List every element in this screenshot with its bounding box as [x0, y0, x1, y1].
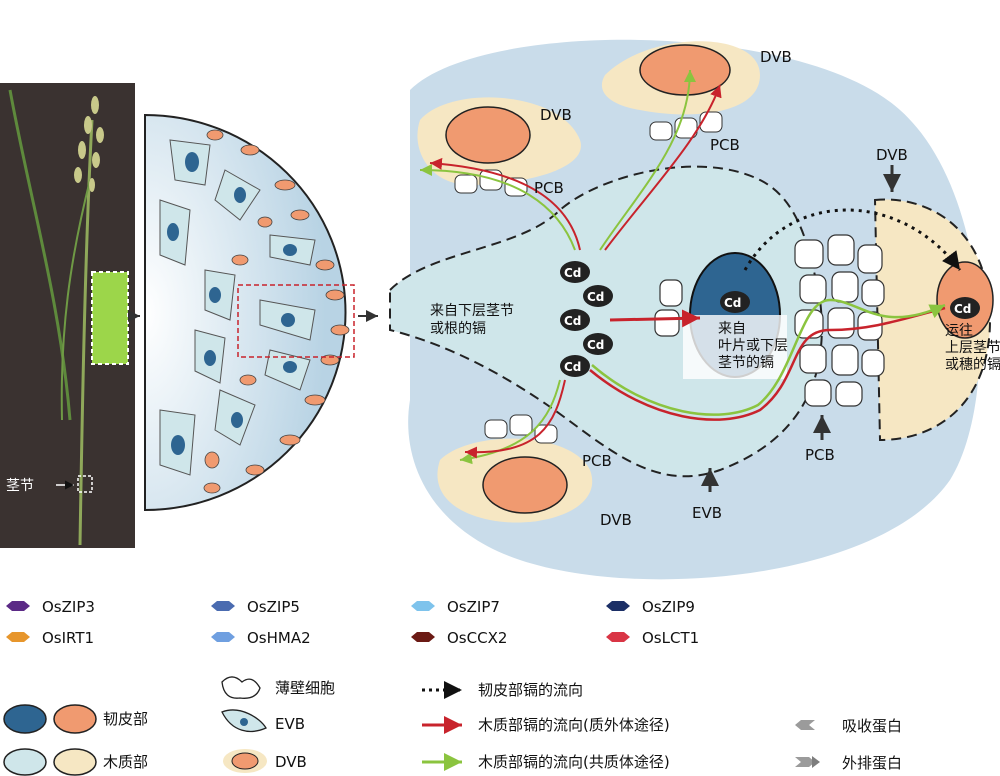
phloem-swatch	[53, 704, 97, 734]
pcb-label: PCB	[582, 452, 612, 470]
xylem-swatch	[53, 748, 97, 776]
transporter-label: OsCCX2	[447, 629, 507, 647]
transporter-label: OsZIP5	[247, 598, 300, 616]
transporter-icon	[6, 632, 30, 642]
protein-legend: 吸收蛋白 外排蛋白	[795, 717, 902, 772]
section-labels: DVB DVB DVB DVB PCB PCB PCB PCB EVB 来自下层…	[430, 48, 1000, 529]
transporter-icon	[411, 632, 435, 642]
dvb-legend-label: DVB	[275, 753, 307, 771]
from-lower-label: 来自下层茎节或根的镉	[430, 303, 514, 337]
symplast-flow-label: 木质部镉的流向(共质体途径)	[478, 753, 670, 771]
evb-label: EVB	[692, 504, 722, 522]
phloem-flow-label: 韧皮部镉的流向	[478, 681, 583, 699]
transporter-label: OsIRT1	[42, 629, 94, 647]
pcb-label: PCB	[805, 446, 835, 464]
phloem-swatch	[3, 704, 47, 734]
parenchyma-label: 薄壁细胞	[275, 679, 335, 697]
node-label: 茎节	[6, 478, 34, 494]
transporter-label: OsZIP9	[642, 598, 695, 616]
parenchyma-icon	[221, 676, 261, 699]
transporter-label: OsZIP7	[447, 598, 500, 616]
evb-legend-label: EVB	[275, 715, 305, 733]
stem-cross-section	[144, 113, 355, 512]
uptake-icon	[795, 720, 815, 730]
transporter-icon	[211, 601, 235, 611]
transporter-icon	[606, 601, 630, 611]
efflux-label: 外排蛋白	[842, 754, 902, 772]
from-leaf-label: 来自叶片或下层茎节的镉	[718, 321, 788, 371]
pcb-label: PCB	[534, 179, 564, 197]
cd-label: Cd	[954, 302, 971, 316]
transporter-icon	[211, 632, 235, 642]
cd-label: Cd	[587, 290, 604, 304]
enlarged-view: Cd Cd Cd Cd Cd Cd Cd	[389, 39, 994, 580]
rice-plant-photo: 茎节	[0, 83, 135, 548]
transporter-icon	[606, 632, 630, 642]
transporter-label: OsLCT1	[642, 629, 699, 647]
transporter-label: OsZIP3	[42, 598, 95, 616]
phloem-label: 韧皮部	[103, 710, 148, 728]
cd-label: Cd	[564, 314, 581, 328]
cd-label: Cd	[564, 266, 581, 280]
cd-label: Cd	[724, 296, 741, 310]
dvb-label: DVB	[600, 511, 632, 529]
dvb-label: DVB	[760, 48, 792, 66]
transporter-icon	[411, 601, 435, 611]
cd-label: Cd	[564, 360, 581, 374]
dvb-label: DVB	[876, 146, 908, 164]
pcb-label: PCB	[710, 136, 740, 154]
xylem-swatch	[3, 748, 47, 776]
transporter-label: OsHMA2	[247, 629, 311, 647]
transporter-icon	[6, 601, 30, 611]
to-upper-label: 运往上层茎节或穗的镉	[945, 323, 1000, 373]
uptake-label: 吸收蛋白	[842, 717, 902, 735]
structure-legend: 韧皮部 木质部 薄壁细胞 EVB DVB	[3, 676, 335, 776]
flow-legend: 韧皮部镉的流向 木质部镉的流向(质外体途径) 木质部镉的流向(共质体途径)	[422, 681, 670, 771]
dvb-label: DVB	[540, 106, 572, 124]
apoplast-flow-label: 木质部镉的流向(质外体途径)	[478, 716, 670, 734]
xylem-label: 木质部	[103, 753, 148, 771]
cd-label: Cd	[587, 338, 604, 352]
efflux-icon	[795, 757, 815, 767]
